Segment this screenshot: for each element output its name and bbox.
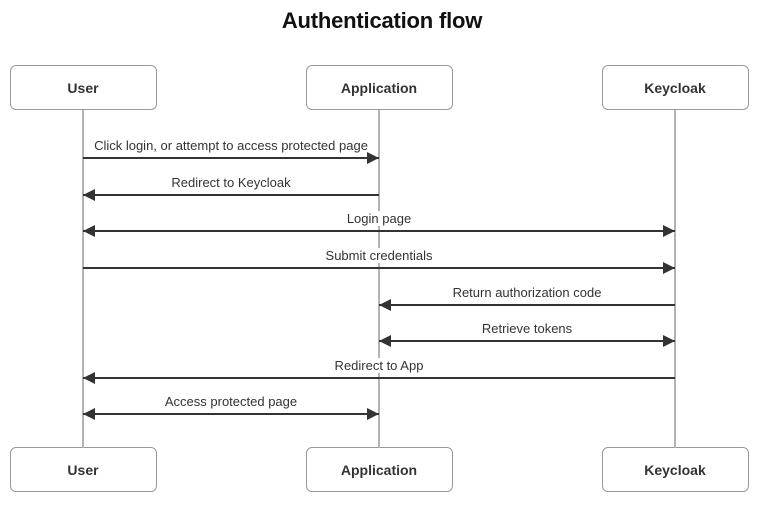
lifeline-user <box>82 110 84 448</box>
arrowhead-right-icon <box>367 408 379 420</box>
actor-box-keycloak-bottom: Keycloak <box>601 447 749 492</box>
message-label: Redirect to App <box>332 358 426 373</box>
message-line <box>379 304 675 306</box>
actor-label-keycloak: Keycloak <box>644 461 706 478</box>
actor-box-user-bottom: User <box>9 447 157 492</box>
arrowhead-left-icon <box>83 225 95 237</box>
message-line <box>83 267 675 269</box>
actor-box-keycloak-top: Keycloak <box>601 65 749 110</box>
message-label: Click login, or attempt to access protec… <box>92 138 370 153</box>
message-label: Redirect to Keycloak <box>169 175 293 190</box>
arrowhead-right-icon <box>663 262 675 274</box>
arrowhead-left-icon <box>83 372 95 384</box>
message-line <box>83 377 675 379</box>
message-line <box>83 230 675 232</box>
actor-label-user: User <box>67 79 99 96</box>
actor-label-application: Application <box>340 461 418 478</box>
message-label: Access protected page <box>162 394 300 409</box>
arrowhead-left-icon <box>83 408 95 420</box>
arrowhead-left-icon <box>379 299 391 311</box>
actor-box-application-bottom: Application <box>305 447 453 492</box>
arrowhead-left-icon <box>83 189 95 201</box>
diagram-title: Authentication flow <box>281 8 483 33</box>
arrowhead-left-icon <box>379 335 391 347</box>
actor-label-user: User <box>67 461 99 478</box>
message-label: Login page <box>344 211 414 226</box>
message-line <box>379 340 675 342</box>
actor-box-application-top: Application <box>305 65 453 110</box>
message-label: Return authorization code <box>450 285 604 300</box>
arrowhead-right-icon <box>367 152 379 164</box>
arrowhead-right-icon <box>663 225 675 237</box>
message-label: Retrieve tokens <box>479 321 575 336</box>
message-line <box>83 413 379 415</box>
message-line <box>83 157 379 159</box>
arrowhead-right-icon <box>663 335 675 347</box>
message-line <box>83 194 379 196</box>
lifeline-keycloak <box>674 110 676 448</box>
lifeline-application <box>378 110 380 448</box>
actor-label-application: Application <box>340 79 418 96</box>
actor-box-user-top: User <box>9 65 157 110</box>
actor-label-keycloak: Keycloak <box>644 79 706 96</box>
message-label: Submit credentials <box>323 248 435 263</box>
